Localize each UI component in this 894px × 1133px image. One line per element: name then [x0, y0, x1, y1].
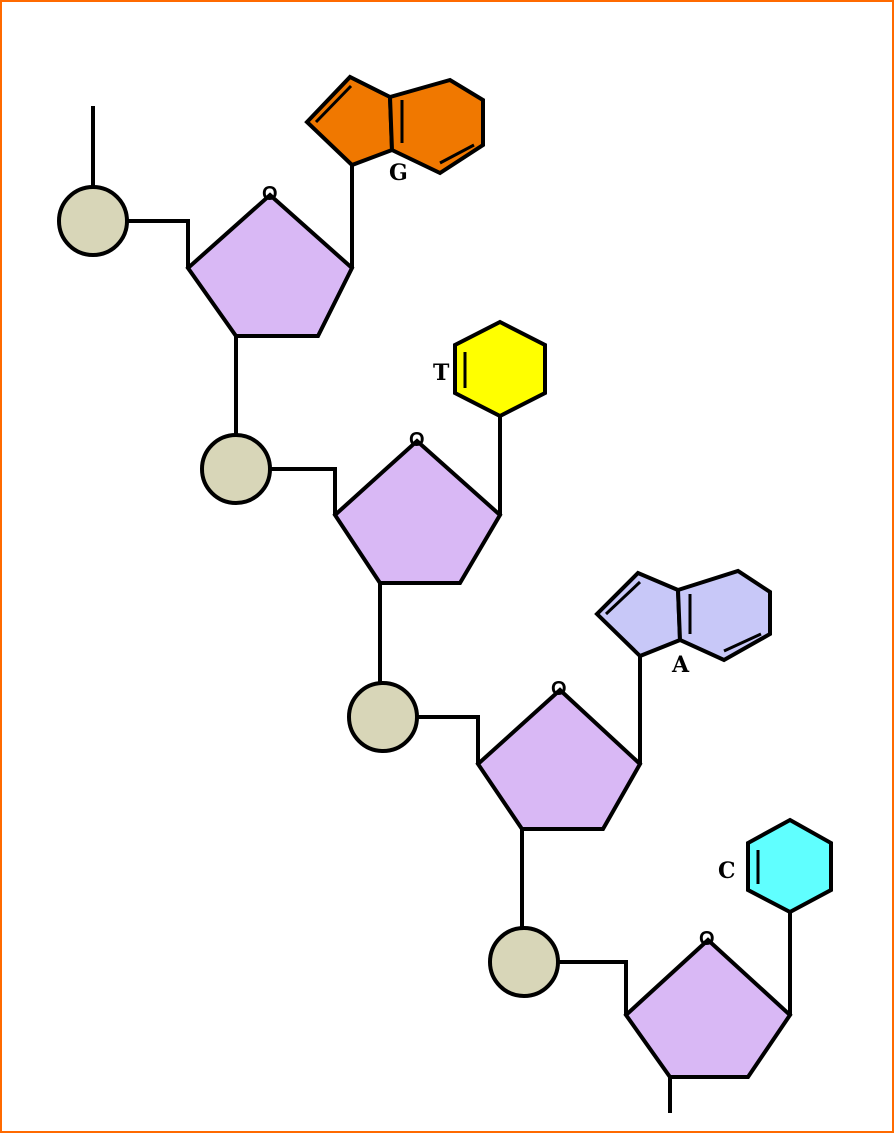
- sugar-pentagon: [475, 687, 643, 831]
- phosphate-sugar-link: [558, 960, 628, 1015]
- sugar-pentagon: [332, 438, 503, 585]
- phosphate-sugar-link: [269, 467, 337, 515]
- phosphate-circle: [57, 185, 129, 257]
- sugar-pentagon: [623, 937, 793, 1079]
- phosphate-sugar-link: [127, 219, 190, 268]
- adenine-five-ring: [594, 570, 683, 659]
- phosphate-circle: [200, 433, 272, 505]
- sugar-pentagon: [185, 192, 355, 338]
- phosphate-circle: [488, 926, 560, 998]
- base-letter-t: T: [433, 360, 450, 386]
- sugar-oxygen-label: O: [551, 678, 567, 700]
- nucleotide-cytosine: O C: [488, 817, 833, 1113]
- guanine-five-ring: [304, 74, 395, 168]
- nucleotide-thymine: O T: [200, 319, 547, 684]
- base-letter-a: A: [671, 652, 690, 678]
- guanine-six-ring: [387, 77, 485, 176]
- nucleotide-guanine: O G: [57, 74, 485, 436]
- phosphate-circle: [347, 681, 419, 753]
- sugar-oxygen-label: O: [699, 928, 715, 950]
- sugar-oxygen-label: O: [262, 183, 278, 205]
- phosphate-sugar-link: [416, 715, 480, 764]
- cytosine-base: [746, 817, 833, 915]
- sugar-oxygen-label: O: [409, 429, 425, 451]
- adenine-six-ring: [675, 568, 772, 663]
- nucleotide-adenine: O A: [347, 568, 772, 929]
- base-letter-c: C: [718, 858, 736, 884]
- guanine-base: [304, 74, 485, 176]
- adenine-base: [594, 568, 772, 663]
- thymine-base: [453, 319, 547, 419]
- cytosine-six-ring: [746, 817, 833, 915]
- base-letter-g: G: [389, 160, 408, 186]
- thymine-six-ring: [453, 319, 547, 419]
